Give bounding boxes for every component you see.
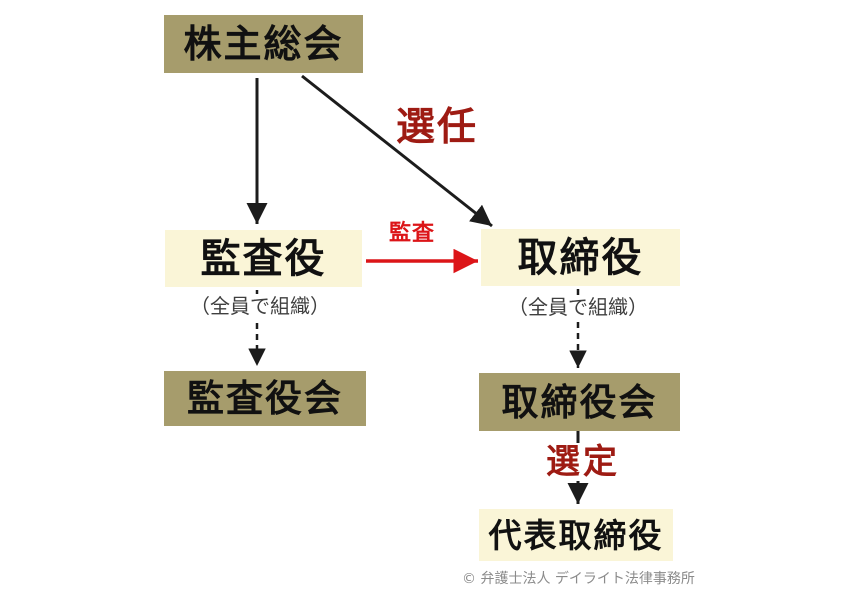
node-director-board-label: 取締役会 [501, 380, 658, 424]
edge-label-selection: 選定 [540, 443, 626, 481]
arrow-shareholders-to-director [301, 74, 493, 228]
node-auditor-board-label: 監査役会 [187, 377, 343, 420]
auditor-note: （全員で組織） [188, 294, 332, 318]
edge-label-appointment: 選任 [396, 105, 479, 150]
node-director-board: 取締役会 [479, 373, 680, 431]
node-shareholders-meeting-label: 株主総会 [183, 22, 344, 66]
node-auditor-board: 監査役会 [164, 371, 366, 426]
node-representative-director-label: 代表取締役 [488, 515, 664, 555]
node-auditor: 監査役 [165, 230, 362, 287]
edge-label-audit: 監査 [389, 221, 436, 246]
copyright-text: © 弁護士法人 デイライト法律事務所 [462, 571, 695, 587]
node-representative-director: 代表取締役 [479, 509, 673, 561]
node-auditor-label: 監査役 [200, 235, 327, 282]
director-note: （全員で組織） [506, 295, 650, 319]
node-director-label: 取締役 [517, 234, 644, 281]
node-director: 取締役 [481, 229, 680, 286]
node-shareholders-meeting: 株主総会 [164, 15, 363, 73]
